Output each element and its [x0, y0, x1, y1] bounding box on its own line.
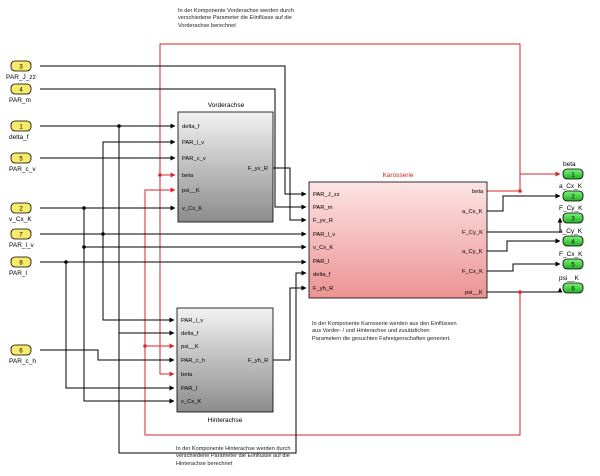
- vorderachse-out-f_yv_r: F_yv_R: [248, 166, 268, 172]
- outport-6[interactable]: 6 psi__K: [559, 275, 584, 294]
- karosserie-out-a_cy_k: a_Cy_K: [462, 249, 483, 255]
- outport-1[interactable]: 1 beta: [562, 161, 584, 180]
- svg-text:PAR_l: PAR_l: [9, 270, 27, 277]
- svg-text:beta: beta: [563, 161, 576, 168]
- svg-text:psi__K: psi__K: [559, 275, 580, 282]
- karosserie-in-par_j_zz: PAR_J_zz: [313, 192, 340, 198]
- inport-8[interactable]: 8 PAR_l: [9, 256, 32, 277]
- hinterachse-in-v_cx_k: v_Cx_K: [181, 399, 201, 405]
- inport-7[interactable]: 7 PAR_l_v: [9, 228, 35, 249]
- inport-6[interactable]: 6 PAR_c_h: [9, 344, 36, 365]
- karosserie-out-psi_k: psi__K: [465, 290, 483, 296]
- vorderachse-in-par_c_v: PAR_c_v: [182, 156, 206, 162]
- hinterachse-block[interactable]: PAR_l_v delta_f psi__K PAR_c_h beta PAR_…: [176, 307, 274, 424]
- svg-text:6: 6: [19, 349, 23, 355]
- svg-text:PAR_J_zz: PAR_J_zz: [6, 74, 36, 81]
- svg-text:2: 2: [19, 207, 23, 213]
- karosserie-in-par_l: PAR_l: [313, 259, 329, 265]
- vorderachse-title: Vorderachse: [208, 102, 245, 109]
- svg-text:7: 7: [19, 233, 23, 239]
- svg-text:1: 1: [571, 173, 575, 179]
- svg-text:F_Cy_K: F_Cy_K: [559, 205, 583, 212]
- hinterachse-in-beta: beta: [181, 372, 193, 378]
- svg-text:delta_f: delta_f: [9, 134, 29, 141]
- inport-2[interactable]: 2 v_Cx_K: [9, 202, 32, 223]
- outport-3[interactable]: 3 F_Cy_K: [559, 205, 584, 224]
- hinterachse-in-par_l_v: PAR_l_v: [181, 318, 203, 324]
- svg-text:PAR_c_v: PAR_c_v: [9, 166, 36, 173]
- svg-text:4: 4: [571, 240, 575, 246]
- svg-text:8: 8: [19, 261, 23, 267]
- branch-points: [64, 124, 522, 348]
- vorderachse-in-delta_f: delta_f: [182, 124, 200, 130]
- karosserie-out-beta: beta: [472, 189, 484, 195]
- vorderachse-block[interactable]: Vorderachse delta_f PAR_l_v PAR_c_v beta…: [177, 102, 274, 223]
- vorderachse-in-v_cx_k: v_Cx_K: [182, 206, 202, 212]
- outport-4[interactable]: 4 a_Cy_K: [559, 228, 584, 247]
- signal-lines: [40, 65, 307, 454]
- svg-text:F_Cx_K: F_Cx_K: [559, 251, 583, 258]
- karosserie-block[interactable]: Karosserie PAR_J_zz PAR_m F_yv_R PAR_l_v…: [308, 172, 488, 299]
- outport-5[interactable]: 5 F_Cx_K: [559, 251, 584, 270]
- svg-text:6: 6: [571, 287, 575, 293]
- vorderachse-in-beta: beta: [182, 173, 194, 179]
- svg-text:a_Cx_K: a_Cx_K: [559, 183, 583, 190]
- hinterachse-in-psi_k: psi__K: [181, 344, 199, 350]
- karosserie-in-v_cx_k: v_Cx_K: [313, 245, 333, 251]
- karosserie-out-f_cx_k: F_Cx_K: [462, 269, 483, 275]
- karosserie-in-delta_f: delta_f: [313, 272, 331, 278]
- svg-text:2: 2: [571, 195, 575, 201]
- karosserie-in-f_yh_r: F_yh_R: [313, 286, 333, 292]
- svg-text:5: 5: [19, 157, 23, 163]
- inport-1[interactable]: 1 delta_f: [9, 120, 32, 141]
- karosserie-in-par_m: PAR_m: [313, 205, 333, 211]
- svg-text:PAR_l_v: PAR_l_v: [9, 242, 35, 249]
- karosserie-out-a_cx_k: a_Cx_K: [462, 209, 483, 215]
- karosserie-out-f_cy_k: F_Cy_K: [462, 230, 483, 236]
- svg-text:3: 3: [571, 217, 575, 223]
- hinterachse-title: Hinterachse: [208, 417, 243, 424]
- karosserie-in-par_l_v: PAR_l_v: [313, 232, 335, 238]
- hinterachse-in-delta_f: delta_f: [181, 331, 199, 337]
- vorderachse-in-par_l_v: PAR_l_v: [182, 140, 204, 146]
- karosserie-title: Karosserie: [382, 172, 413, 179]
- svg-text:1: 1: [19, 125, 23, 131]
- note-karosserie: In der Komponente Karosserie werden aus …: [312, 321, 457, 342]
- vorderachse-in-psi_k: psi__K: [182, 188, 200, 194]
- karosserie-in-f_yv_r: F_yv_R: [313, 218, 333, 224]
- svg-text:a_Cy_K: a_Cy_K: [559, 228, 583, 235]
- svg-text:PAR_m: PAR_m: [9, 97, 31, 104]
- inport-4[interactable]: 4 PAR_m: [9, 83, 32, 104]
- svg-text:PAR_c_h: PAR_c_h: [9, 358, 36, 365]
- note-hinterachse: In der Komponente Hinterachse werden dur…: [176, 446, 291, 467]
- note-vorderachse: In der Komponente Vorderachse werden dur…: [178, 8, 294, 29]
- svg-text:3: 3: [19, 65, 23, 71]
- inport-5[interactable]: 5 PAR_c_v: [9, 152, 36, 173]
- svg-text:v_Cx_K: v_Cx_K: [9, 216, 32, 223]
- hinterachse-in-par_l: PAR_l: [181, 386, 197, 392]
- hinterachse-in-par_c_h: PAR_c_h: [181, 358, 205, 364]
- outport-2[interactable]: 2 a_Cx_K: [559, 183, 584, 202]
- hinterachse-out-f_yh_r: F_yh_R: [248, 358, 268, 364]
- inport-3[interactable]: 3 PAR_J_zz: [6, 60, 36, 81]
- svg-text:5: 5: [571, 263, 575, 269]
- karosserie-output-lines: [487, 193, 563, 293]
- svg-text:4: 4: [19, 88, 23, 94]
